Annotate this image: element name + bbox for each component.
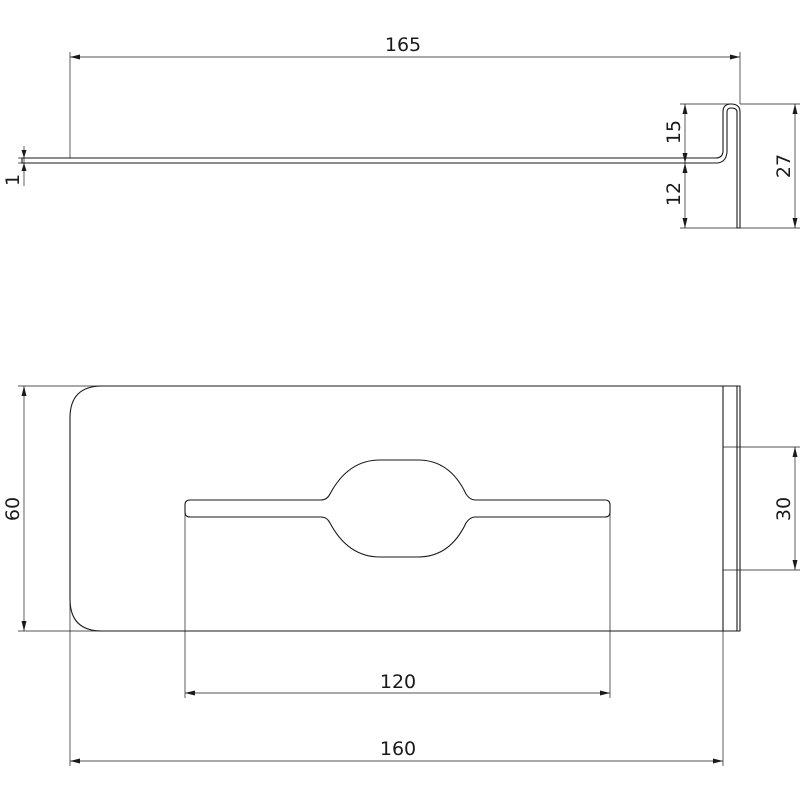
dimension-height-60: 60 — [2, 385, 102, 632]
dimension-label-1: 1 — [2, 174, 24, 186]
dimension-label-15: 15 — [663, 120, 685, 144]
side-view: 165 1 15 12 — [2, 34, 800, 229]
dimension-cutout-120: 120 — [184, 512, 611, 698]
plate-outline — [69, 385, 741, 632]
dimension-label-60: 60 — [2, 497, 24, 521]
dimension-label-165: 165 — [385, 34, 421, 56]
dimension-height-15-12: 15 12 — [663, 103, 740, 229]
dimension-label-160: 160 — [380, 738, 416, 760]
dimension-height-27: 27 — [740, 103, 800, 229]
dimension-label-12: 12 — [663, 182, 685, 206]
dimension-length-160: 160 — [69, 599, 724, 766]
dimension-label-30: 30 — [773, 497, 795, 521]
keyhole-cutout — [184, 459, 611, 558]
dimension-length-165: 165 — [69, 34, 741, 158]
dimension-label-120: 120 — [380, 671, 416, 693]
dimension-label-27: 27 — [773, 154, 795, 178]
dimension-slot-30: 30 — [723, 446, 800, 571]
top-view: 60 30 120 160 — [2, 385, 800, 766]
side-profile-outline — [21, 103, 741, 229]
dimension-thickness-1: 1 — [2, 146, 70, 186]
